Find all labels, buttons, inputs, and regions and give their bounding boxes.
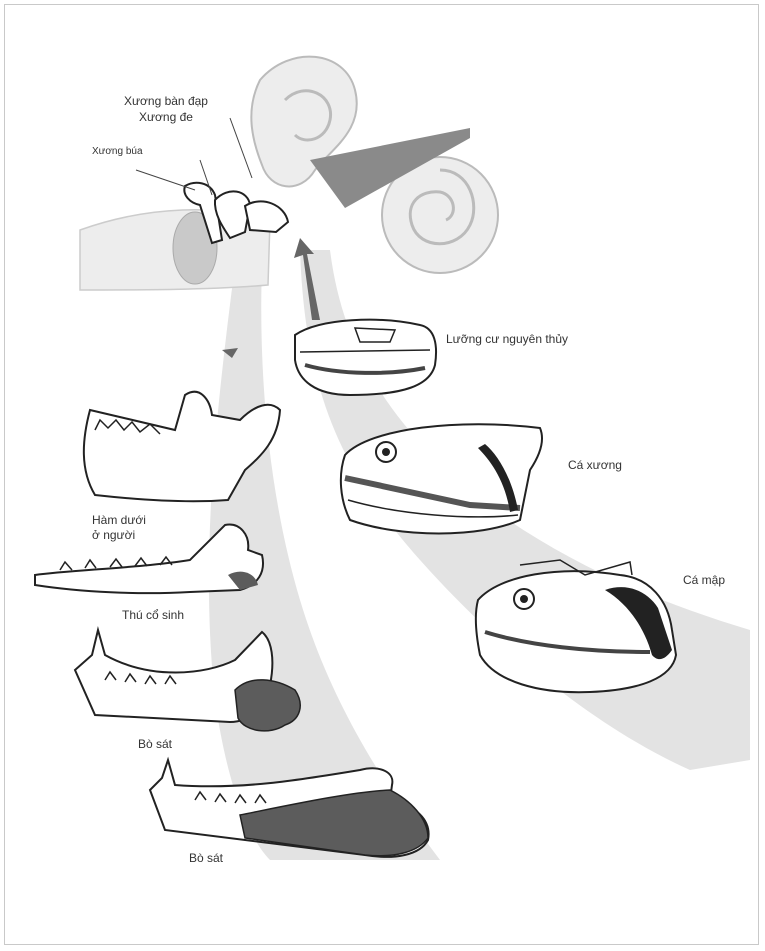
label-human-jaw-line2: ở người (92, 528, 135, 542)
bony-fish-skull (341, 424, 542, 533)
label-human-jaw-line1: Hàm dưới (92, 513, 146, 527)
label-bony-fish: Cá xương (568, 458, 622, 472)
label-reptile-2: Bò sát (189, 851, 223, 865)
label-stapes: Xương bàn đạp (124, 94, 208, 108)
label-incus: Xương đe (139, 110, 193, 124)
label-early-mammal: Thú cổ sinh (122, 608, 184, 622)
label-shark: Cá mập (683, 573, 725, 587)
label-reptile-1: Bò sát (138, 737, 172, 751)
early-amphibian-skull (295, 320, 436, 395)
inner-ear (80, 57, 498, 290)
reptile-jaw-1 (75, 630, 300, 731)
early-mammal-jaw (35, 525, 263, 594)
label-malleus: Xương búa (92, 145, 143, 159)
label-early-amphibian: Lưỡng cư nguyên thủy (446, 332, 568, 346)
